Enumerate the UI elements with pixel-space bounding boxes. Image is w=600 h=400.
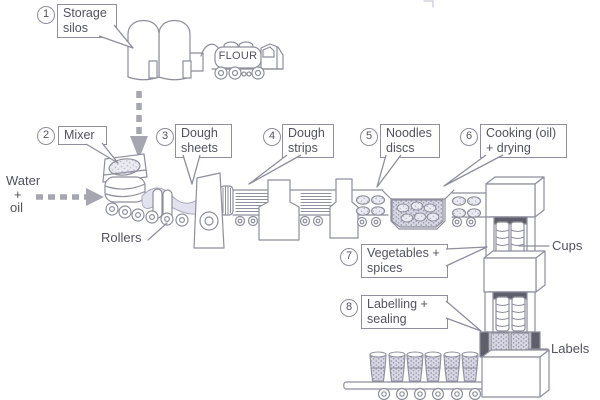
belt-stand-2 (258, 179, 300, 241)
belt-rollers (234, 215, 477, 228)
mixer-rollers (105, 202, 189, 227)
conveyor-belt (193, 172, 487, 249)
oil-bath (381, 189, 455, 230)
step-3-number: 3 (156, 128, 174, 146)
step-7-number: 7 (340, 248, 358, 266)
belt-stand-1 (193, 172, 225, 249)
cups-label: Cups (552, 238, 583, 253)
flour-truck (200, 41, 284, 80)
dough-strips (235, 192, 332, 213)
finished-cups (369, 351, 479, 382)
machine-bottom (481, 349, 550, 398)
noodle-discs-after (451, 196, 482, 218)
step-4-callout: Dough strips (282, 124, 334, 158)
step-5-callout: Noodles discs (380, 124, 440, 158)
step-6-number: 6 (460, 128, 478, 146)
crop-mark (423, 0, 434, 8)
water-oil-arrow (36, 188, 104, 206)
water-oil-label: Water + oil (6, 174, 40, 215)
machine-middle (483, 250, 546, 293)
step-4-number: 4 (263, 128, 281, 146)
cup-stack (495, 296, 510, 332)
cup-stack (511, 296, 526, 332)
output-conveyor (343, 351, 483, 400)
storage-silos (127, 20, 204, 81)
mixer-machine (102, 153, 148, 203)
rollers-pointer-line (147, 222, 168, 241)
flour-label: FLOUR (218, 50, 258, 62)
step-8-callout: Labelling + sealing (361, 295, 448, 329)
cup-dispenser-lower (484, 291, 536, 333)
step-8-number: 8 (340, 299, 358, 317)
step-1-callout: Storage silos (57, 4, 117, 38)
water-oil-line-3: oil (10, 200, 24, 215)
water-oil-line-1: Water (6, 173, 41, 188)
step-5-number: 5 (360, 128, 378, 146)
step-2-number: 2 (37, 127, 55, 145)
step-2-callout: Mixer (58, 126, 107, 145)
noodle-discs-before (355, 195, 386, 216)
flour-hose (200, 43, 220, 57)
step-7-callout: Vegetables + spices (361, 244, 448, 278)
flour-transfer-arrow (130, 91, 148, 159)
water-oil-line-2: + (14, 186, 22, 202)
step-6-callout: Cooking (oil) + drying (480, 124, 567, 158)
labels-label: Labels (551, 341, 590, 356)
step-1-number: 1 (37, 6, 55, 24)
machine-top (485, 176, 545, 218)
belt-stand-3 (329, 178, 359, 239)
rollers-label: Rollers (101, 230, 142, 245)
conveyor-rollers (377, 387, 482, 400)
cab-window (262, 46, 275, 58)
step-3-callout: Dough sheets (175, 124, 232, 158)
